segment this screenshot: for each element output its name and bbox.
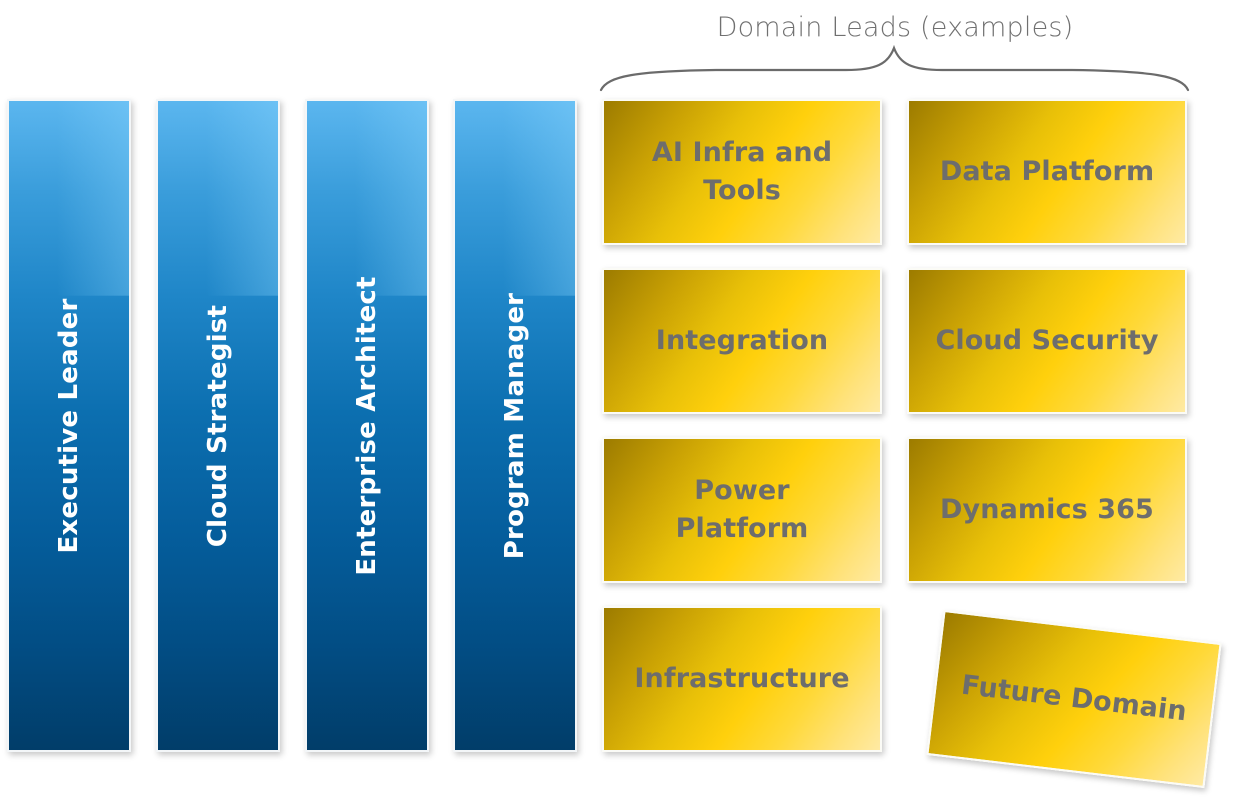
domain-leads-heading: Domain Leads (examples) — [716, 12, 1074, 43]
tile-label: Infrastructure — [634, 663, 850, 694]
role-bar-executive-leader: Executive Leader — [7, 99, 131, 752]
role-bar-enterprise-architect: Enterprise Architect — [305, 99, 429, 752]
domain-tile-dynamics-365: Dynamics 365 — [907, 437, 1187, 583]
tile-label: Cloud Security — [935, 325, 1159, 356]
role-label: Executive Leader — [54, 297, 84, 554]
domain-tile-integration: Integration — [602, 268, 882, 414]
role-label: Program Manager — [500, 292, 530, 559]
role-bar-program-manager: Program Manager — [453, 99, 577, 752]
role-bar-cloud-strategist: Cloud Strategist — [156, 99, 280, 752]
tile-label: Future Domain — [959, 669, 1189, 728]
domain-tile-ai-infra-and-tools: AI Infra and Tools — [602, 99, 882, 245]
domain-tile-future-domain: Future Domain — [926, 609, 1222, 789]
tile-label: Power Platform — [675, 475, 809, 544]
tile-label: AI Infra and Tools — [651, 137, 833, 206]
tile-label: Data Platform — [939, 156, 1155, 187]
tile-label: Dynamics 365 — [940, 494, 1154, 525]
domain-tile-power-platform: Power Platform — [602, 437, 882, 583]
tile-label: Integration — [655, 325, 829, 356]
role-label: Enterprise Architect — [352, 275, 382, 576]
curly-brace-icon — [599, 44, 1190, 92]
domain-tile-data-platform: Data Platform — [907, 99, 1187, 245]
role-label: Cloud Strategist — [203, 304, 233, 547]
domain-tile-infrastructure: Infrastructure — [602, 606, 882, 752]
brace-path — [599, 44, 1190, 92]
domain-tile-cloud-security: Cloud Security — [907, 268, 1187, 414]
